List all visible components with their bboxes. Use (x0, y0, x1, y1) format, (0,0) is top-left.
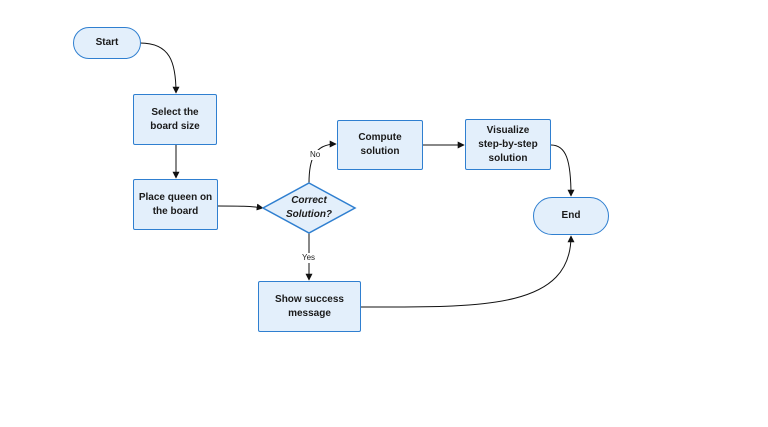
edge-start-to-select-board (139, 42, 180, 94)
node-visualize-solution: Visualize step-by-step solution (465, 119, 551, 170)
decision-diamond-shape (261, 182, 357, 234)
edge-visualize-to-end (550, 144, 575, 197)
edge-success-to-end (360, 235, 575, 308)
node-show-success-message: Show success message (258, 281, 361, 332)
node-place-queen: Place queen on the board (133, 179, 218, 230)
edge-label-no: No (309, 150, 322, 160)
edge-label-yes: Yes (301, 253, 317, 263)
node-end: End (533, 197, 609, 235)
edge-place-queen-to-decision (217, 203, 264, 211)
node-compute-solution: Compute solution (337, 120, 423, 170)
node-select-board-size: Select the board size (133, 94, 217, 145)
node-decision-correct-solution: Correct Solution? (285, 195, 333, 220)
node-start: Start (73, 27, 141, 59)
